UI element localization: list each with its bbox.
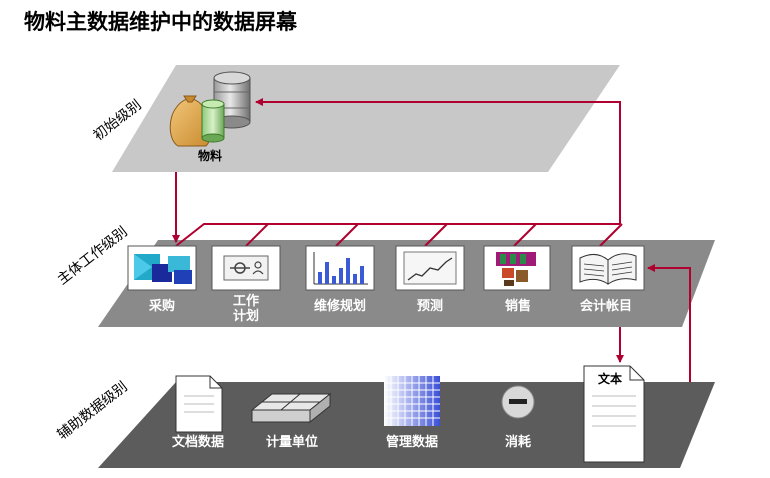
auxiliary-level-label: 辅助数据级别 [55,379,131,443]
work-plan-icon[interactable] [211,245,281,291]
module-label-forecast: 预测 [417,298,443,314]
aux-label-management-data: 管理数据 [386,434,438,450]
material-icon [169,71,251,147]
flow-arrows [172,98,691,382]
sales-icon[interactable] [483,245,551,291]
main-level-label: 主体工作级别 [55,224,131,288]
module-label-purchasing: 采购 [148,298,175,314]
text-document-icon[interactable] [583,365,645,463]
module-label-work-plan-line2: 计划 [233,308,259,324]
aux-label-units-of-measure: 计量单位 [266,434,318,450]
purchasing-icon[interactable] [127,245,197,291]
open-book-icon[interactable] [571,245,645,291]
module-label-work-plan-line1: 工作 [233,293,259,309]
minus-circle-icon[interactable] [501,385,535,419]
bar-chart-icon[interactable] [305,245,375,291]
page-title: 物料主数据维护中的数据屏幕 [24,10,297,34]
module-label-sales: 销售 [505,298,531,314]
aux-label-consumption: 消耗 [505,434,531,450]
document-icon[interactable] [175,375,223,433]
material-label: 物料 [198,148,222,163]
aux-label-document-data: 文档数据 [172,434,224,450]
module-label-maintenance-planning: 维修规划 [314,298,366,314]
line-chart-icon[interactable] [395,245,465,291]
module-connector-lines [175,223,623,247]
tray-icon[interactable] [250,392,332,424]
text-document-label: 文本 [598,371,622,386]
grid-icon[interactable] [384,376,440,426]
module-label-accounting: 会计帐目 [580,298,632,314]
